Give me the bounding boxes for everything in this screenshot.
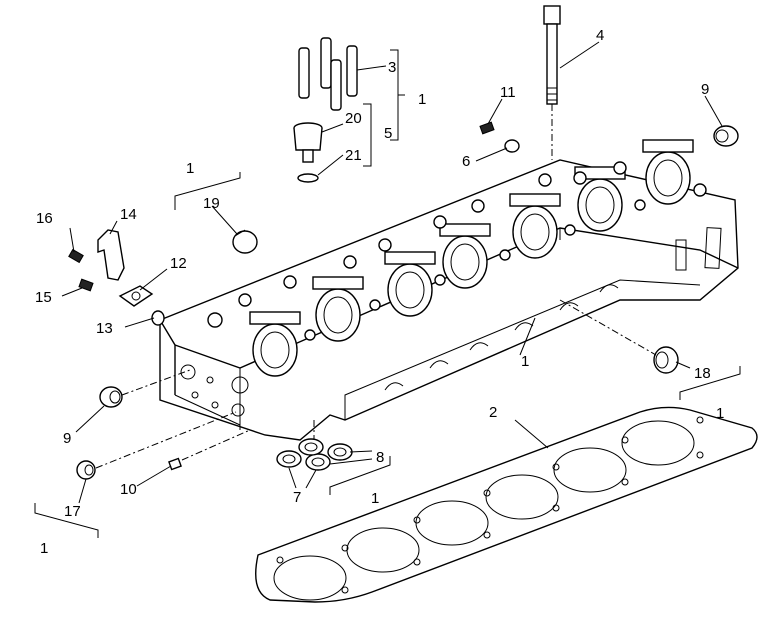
intake-ports [384,284,619,391]
camshaft-bearing [439,223,491,289]
bracket-7-8-group [329,456,391,495]
camshaft-bearing [384,251,436,317]
callout-12: 12 [170,255,187,272]
bracket-19-group [174,172,241,210]
callout-4: 4 [596,27,604,44]
plug-17 [76,411,237,480]
seal-rings-7-8 [276,420,353,471]
callout-1-top: 1 [418,91,426,108]
flange-12 [118,285,154,307]
callout-1-gasket-bracket: 1 [371,490,379,507]
camshaft-bearing [509,193,561,259]
plug-9-top [713,125,739,147]
callout-10: 10 [120,481,137,498]
leader-lines [61,41,723,504]
cylinder-head [159,139,739,441]
callout-6: 6 [462,153,470,170]
dowel-pins-3 [298,37,358,111]
long-bolt-4 [543,5,561,160]
camshaft-bearing [249,311,301,377]
injector-sleeve-20 [293,122,323,163]
callout-9-top: 9 [701,81,709,98]
callout-16: 16 [36,210,53,227]
callout-14: 14 [120,206,137,223]
head-gasket-2 [255,406,758,603]
plug-9-left [99,369,191,408]
bracket-5-group [363,103,372,167]
callout-5: 5 [384,125,392,142]
callout-13: 13 [96,320,113,337]
callout-20: 20 [345,110,362,127]
callout-3: 3 [388,59,396,76]
bracket-17-group [34,503,99,538]
camshaft-bearing [312,276,364,342]
bolt-15 [78,278,94,292]
bolt-16 [68,248,84,264]
o-ring-21 [297,173,319,183]
callout-8: 8 [376,449,384,466]
callout-15: 15 [35,289,52,306]
valve-bosses [207,161,707,341]
callout-19: 19 [203,195,220,212]
callout-2: 2 [489,404,497,421]
callout-17: 17 [64,503,81,520]
screw-10 [168,429,251,471]
callout-9-left: 9 [63,430,71,447]
callout-1-right: 1 [716,405,724,422]
callout-21: 21 [345,147,362,164]
camshaft-bearing [642,139,694,205]
callout-1-middle: 1 [521,353,529,370]
camshaft-bearing [574,166,626,232]
callout-18: 18 [694,365,711,382]
washer-6 [504,139,520,153]
plug-19 [232,229,258,254]
callout-1-bottom-left: 1 [40,540,48,557]
bracket-14 [97,229,125,281]
seal-18 [559,299,679,374]
callout-1-left-bracket: 1 [186,160,194,177]
bracket-18-group [679,366,741,400]
screw-11 [479,121,495,135]
o-ring-13 [151,310,165,326]
callout-11: 11 [500,84,516,101]
callout-7: 7 [293,489,301,506]
